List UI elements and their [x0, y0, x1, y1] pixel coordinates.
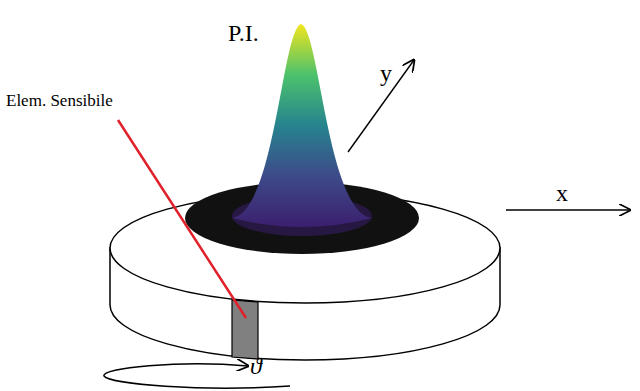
y-axis	[348, 60, 414, 152]
x-axis	[506, 209, 630, 210]
peak-label: P.I.	[228, 20, 259, 46]
gaussian-peak	[232, 24, 372, 227]
leader-line	[118, 120, 246, 318]
axis-label: y	[380, 60, 392, 86]
angle-label: ϑ	[250, 353, 262, 379]
axis-label: x	[556, 180, 568, 206]
rotation-arrow	[104, 364, 290, 388]
sensing-element	[232, 300, 258, 359]
part-label: Elem. Sensibile	[6, 92, 113, 111]
